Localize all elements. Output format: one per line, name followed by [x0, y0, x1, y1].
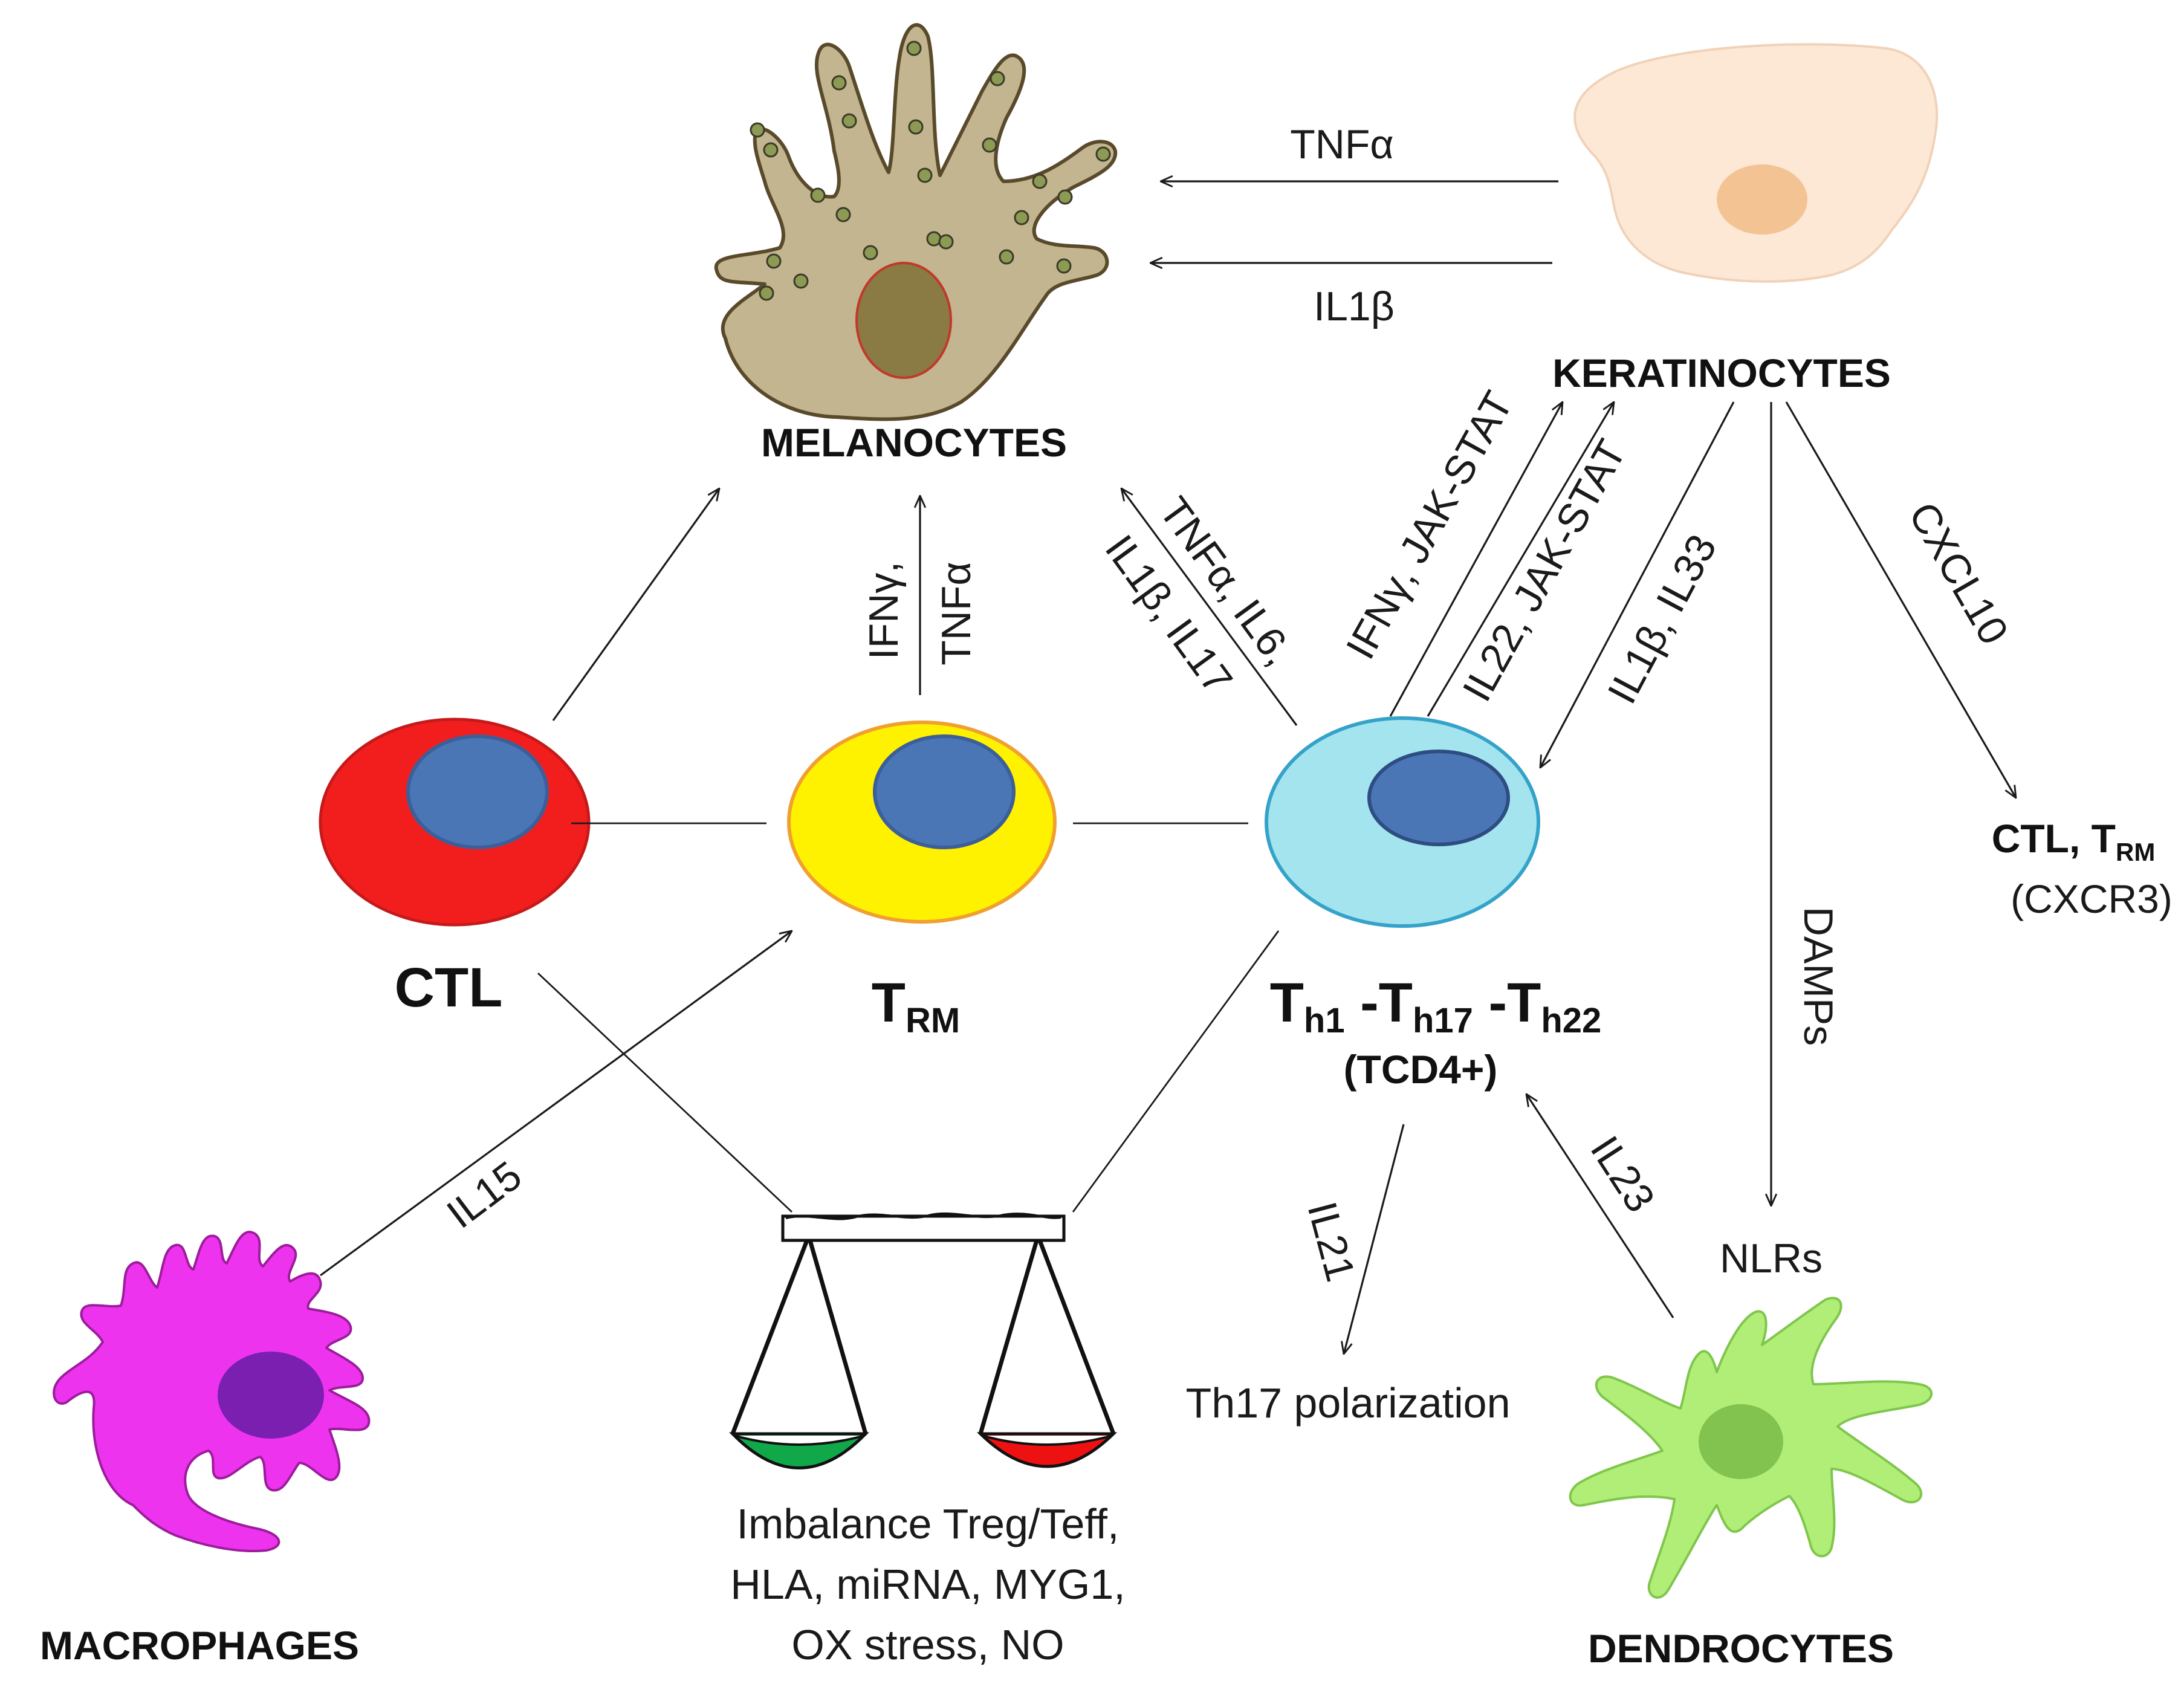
th22-t: -T: [1473, 972, 1541, 1034]
trm-nucleus: [873, 734, 1016, 849]
left-pan-strings: [730, 1239, 868, 1435]
melanocytes-label: MELANOCYTES: [761, 420, 1067, 465]
th17-t: -T: [1345, 972, 1413, 1034]
trm-label-sub: RM: [906, 1001, 960, 1040]
macrophage-body: [53, 1231, 371, 1552]
th-balance-connector: [1072, 930, 1280, 1213]
melanosome-granules: [750, 40, 1111, 301]
macrophage-nucleus: [218, 1352, 324, 1439]
dendrocytes-label: DENDROCYTES: [1588, 1626, 1894, 1671]
nlrs-label: NLRs: [1720, 1236, 1823, 1281]
keratinocytes-label: KERATINOCYTES: [1552, 351, 1891, 395]
ctl-trm-sub: RM: [2116, 838, 2155, 866]
ifng-vertical-label: IFNγ,: [861, 562, 907, 659]
th1-t: T: [1270, 972, 1304, 1034]
ctl-to-melanocyte-arrow: [552, 488, 719, 721]
melanocyte-cell: [714, 23, 1118, 421]
th17-sub: h17: [1413, 1001, 1473, 1040]
tnfa-vertical-label: TNFα: [933, 562, 979, 666]
il15-label: IL15: [438, 1152, 530, 1237]
melanocyte-body: [714, 23, 1118, 421]
ctl-trm-main: CTL, T: [1992, 816, 2116, 861]
balance-beam-top: [785, 1212, 1061, 1220]
tcd4-label: (TCD4+): [1344, 1047, 1498, 1092]
trm-cell: [787, 721, 1057, 924]
trm-label-main: T: [872, 972, 906, 1034]
il23-label: IL23: [1581, 1128, 1664, 1220]
dendrocyte-nucleus: [1699, 1404, 1783, 1479]
th-to-melanocyte-arrow: [1121, 488, 1298, 726]
ctl-cell: [319, 717, 591, 927]
th-label: Th1 -Th17 -Th22: [1270, 972, 1602, 1040]
keratinocyte-body: [1573, 43, 1939, 283]
tnfa-top-label: TNFα: [1290, 121, 1394, 167]
balance-beam: [781, 1214, 1066, 1242]
th17-polarization-label: Th17 polarization: [1186, 1379, 1511, 1427]
keratinocyte-cell: [1573, 43, 1939, 283]
cxcr3-label: (CXCR3): [2011, 876, 2173, 921]
il1b-top-label: IL1β: [1314, 283, 1395, 329]
melanocyte-nucleus: [855, 262, 952, 379]
il21-label: IL21: [1298, 1197, 1364, 1286]
keratinocyte-nucleus: [1717, 164, 1807, 235]
damps-label: DAMPs: [1795, 907, 1841, 1046]
th1-sub: h1: [1304, 1001, 1345, 1040]
macrophages-label: MACROPHAGES: [40, 1623, 359, 1668]
teff-pan-rim: [982, 1434, 1113, 1446]
keratinocyte-to-th-arrow: [1540, 401, 1735, 768]
macrophage-cell: [53, 1231, 371, 1552]
trm-label: TRM: [872, 972, 960, 1040]
right-pan-strings: [978, 1239, 1116, 1435]
imbalance-line-2: HLA, miRNA, MYG1,: [730, 1561, 1125, 1608]
treg-pan-rim: [734, 1434, 865, 1446]
cxcl10-arrow: [1785, 401, 2016, 798]
treg-teff-balance: [729, 1212, 1118, 1469]
th-nucleus: [1367, 750, 1510, 846]
ctl-trm-label: CTL, TRM: [1992, 816, 2156, 866]
il23-arrow: [1526, 1094, 1674, 1318]
ctl-nucleus: [406, 734, 549, 849]
th22-sub: h22: [1541, 1001, 1601, 1040]
il15-arrow: [320, 931, 792, 1277]
ctl-label: CTL: [395, 957, 503, 1019]
ctl-balance-connector: [537, 972, 792, 1213]
imbalance-line-1: Imbalance Treg/Teff,: [737, 1500, 1120, 1547]
th-to-keratinocyte-ifng-arrow: [1389, 402, 1563, 717]
il21-arrow: [1344, 1124, 1405, 1354]
th-cell: [1265, 716, 1540, 928]
th-to-keratinocyte-il22-arrow: [1427, 402, 1614, 717]
imbalance-line-3: OX stress, NO: [791, 1621, 1064, 1668]
dendrocyte-cell: [1569, 1297, 1933, 1599]
